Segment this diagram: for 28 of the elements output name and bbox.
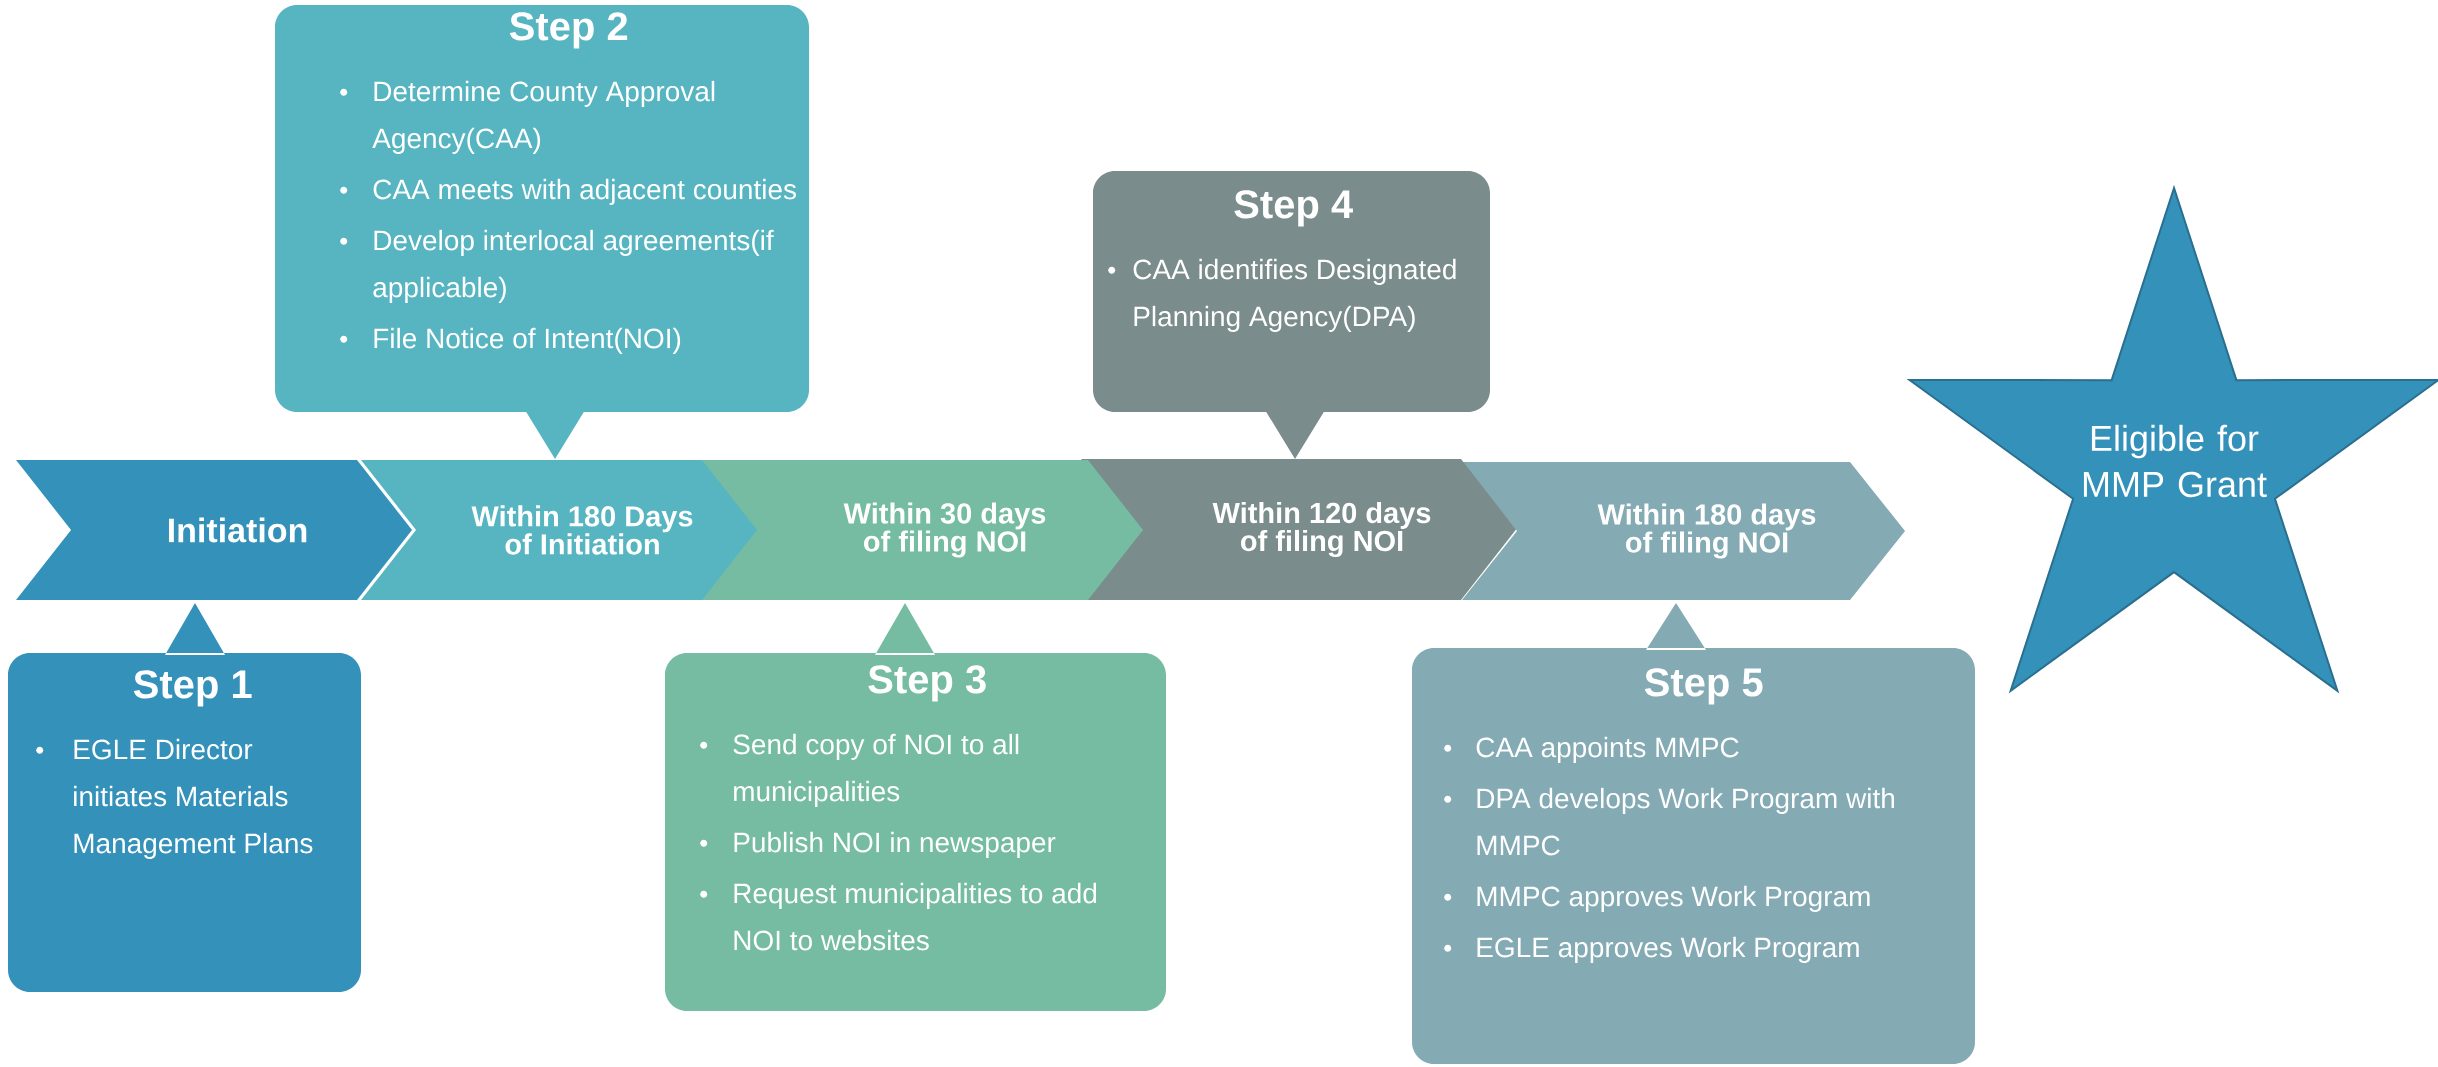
node-label: Request municipalities to add NOI to websites <box>734 882 1097 951</box>
callout-box: Step 4 CAA identifies Designated Planning Agency(DPA) <box>1093 171 1490 459</box>
callout-box: Step 2 Determine County Approval Agency(CAA) CAA meets with adjacent counties Develop interlocal agreements(if applicable) File Notice of Intent(NOI) <box>275 5 809 459</box>
node-label: CAA identifies Designated Planning Agency(DPA) <box>1133 258 1456 332</box>
node-label: Step 5 <box>1644 668 1763 705</box>
node-label: File Notice of Intent(NOI) <box>374 327 681 354</box>
timeline-stage: Initiation <box>16 460 412 600</box>
node-label: Step 2 <box>509 12 628 49</box>
node-label: MMPC approves Work Program <box>1477 885 1870 912</box>
node-label: CAA meets with adjacent counties <box>373 178 797 205</box>
node-label: EGLE approves Work Program <box>1477 936 1859 963</box>
node-label: EGLE Director initiates Materials Management Plans <box>74 738 313 859</box>
callout-box: Step 1 EGLE Director initiates Materials Management Plans <box>8 603 361 992</box>
node-label: Step 1 <box>133 670 252 707</box>
node-label: Publish NOI in newspaper <box>734 831 1056 858</box>
node-label: Develop interlocal agreements(if applicable) <box>373 229 774 303</box>
timeline-stage: Within 180 days of filing NOI <box>1462 462 1905 600</box>
node-label: DPA develops Work Program with MMPC <box>1477 787 1895 856</box>
node-label: CAA appoints MMPC <box>1476 736 1739 763</box>
timeline-stage: Within 120 days of filing NOI <box>1081 459 1516 600</box>
timeline-stage: Within 30 days of filing NOI <box>700 460 1143 600</box>
node-label: Step 3 <box>868 665 986 702</box>
timeline-stage: Within 180 Days of Initiation <box>361 460 757 600</box>
node-label: Step 4 <box>1234 190 1353 227</box>
callout-box: Step 3 Send copy of NOI to all municipalities Publish NOI in newspaper Request municipalities to add NOI to websites <box>665 603 1166 1011</box>
node-label: Determine County Approval Agency(CAA) <box>372 80 715 154</box>
node-label: Send copy of NOI to all municipalities <box>733 733 1019 807</box>
callout-box: Step 5 CAA appoints MMPC DPA develops Work Program with MMPC MMPC approves Work Program EGLE approves Work Program <box>1412 603 1975 1064</box>
